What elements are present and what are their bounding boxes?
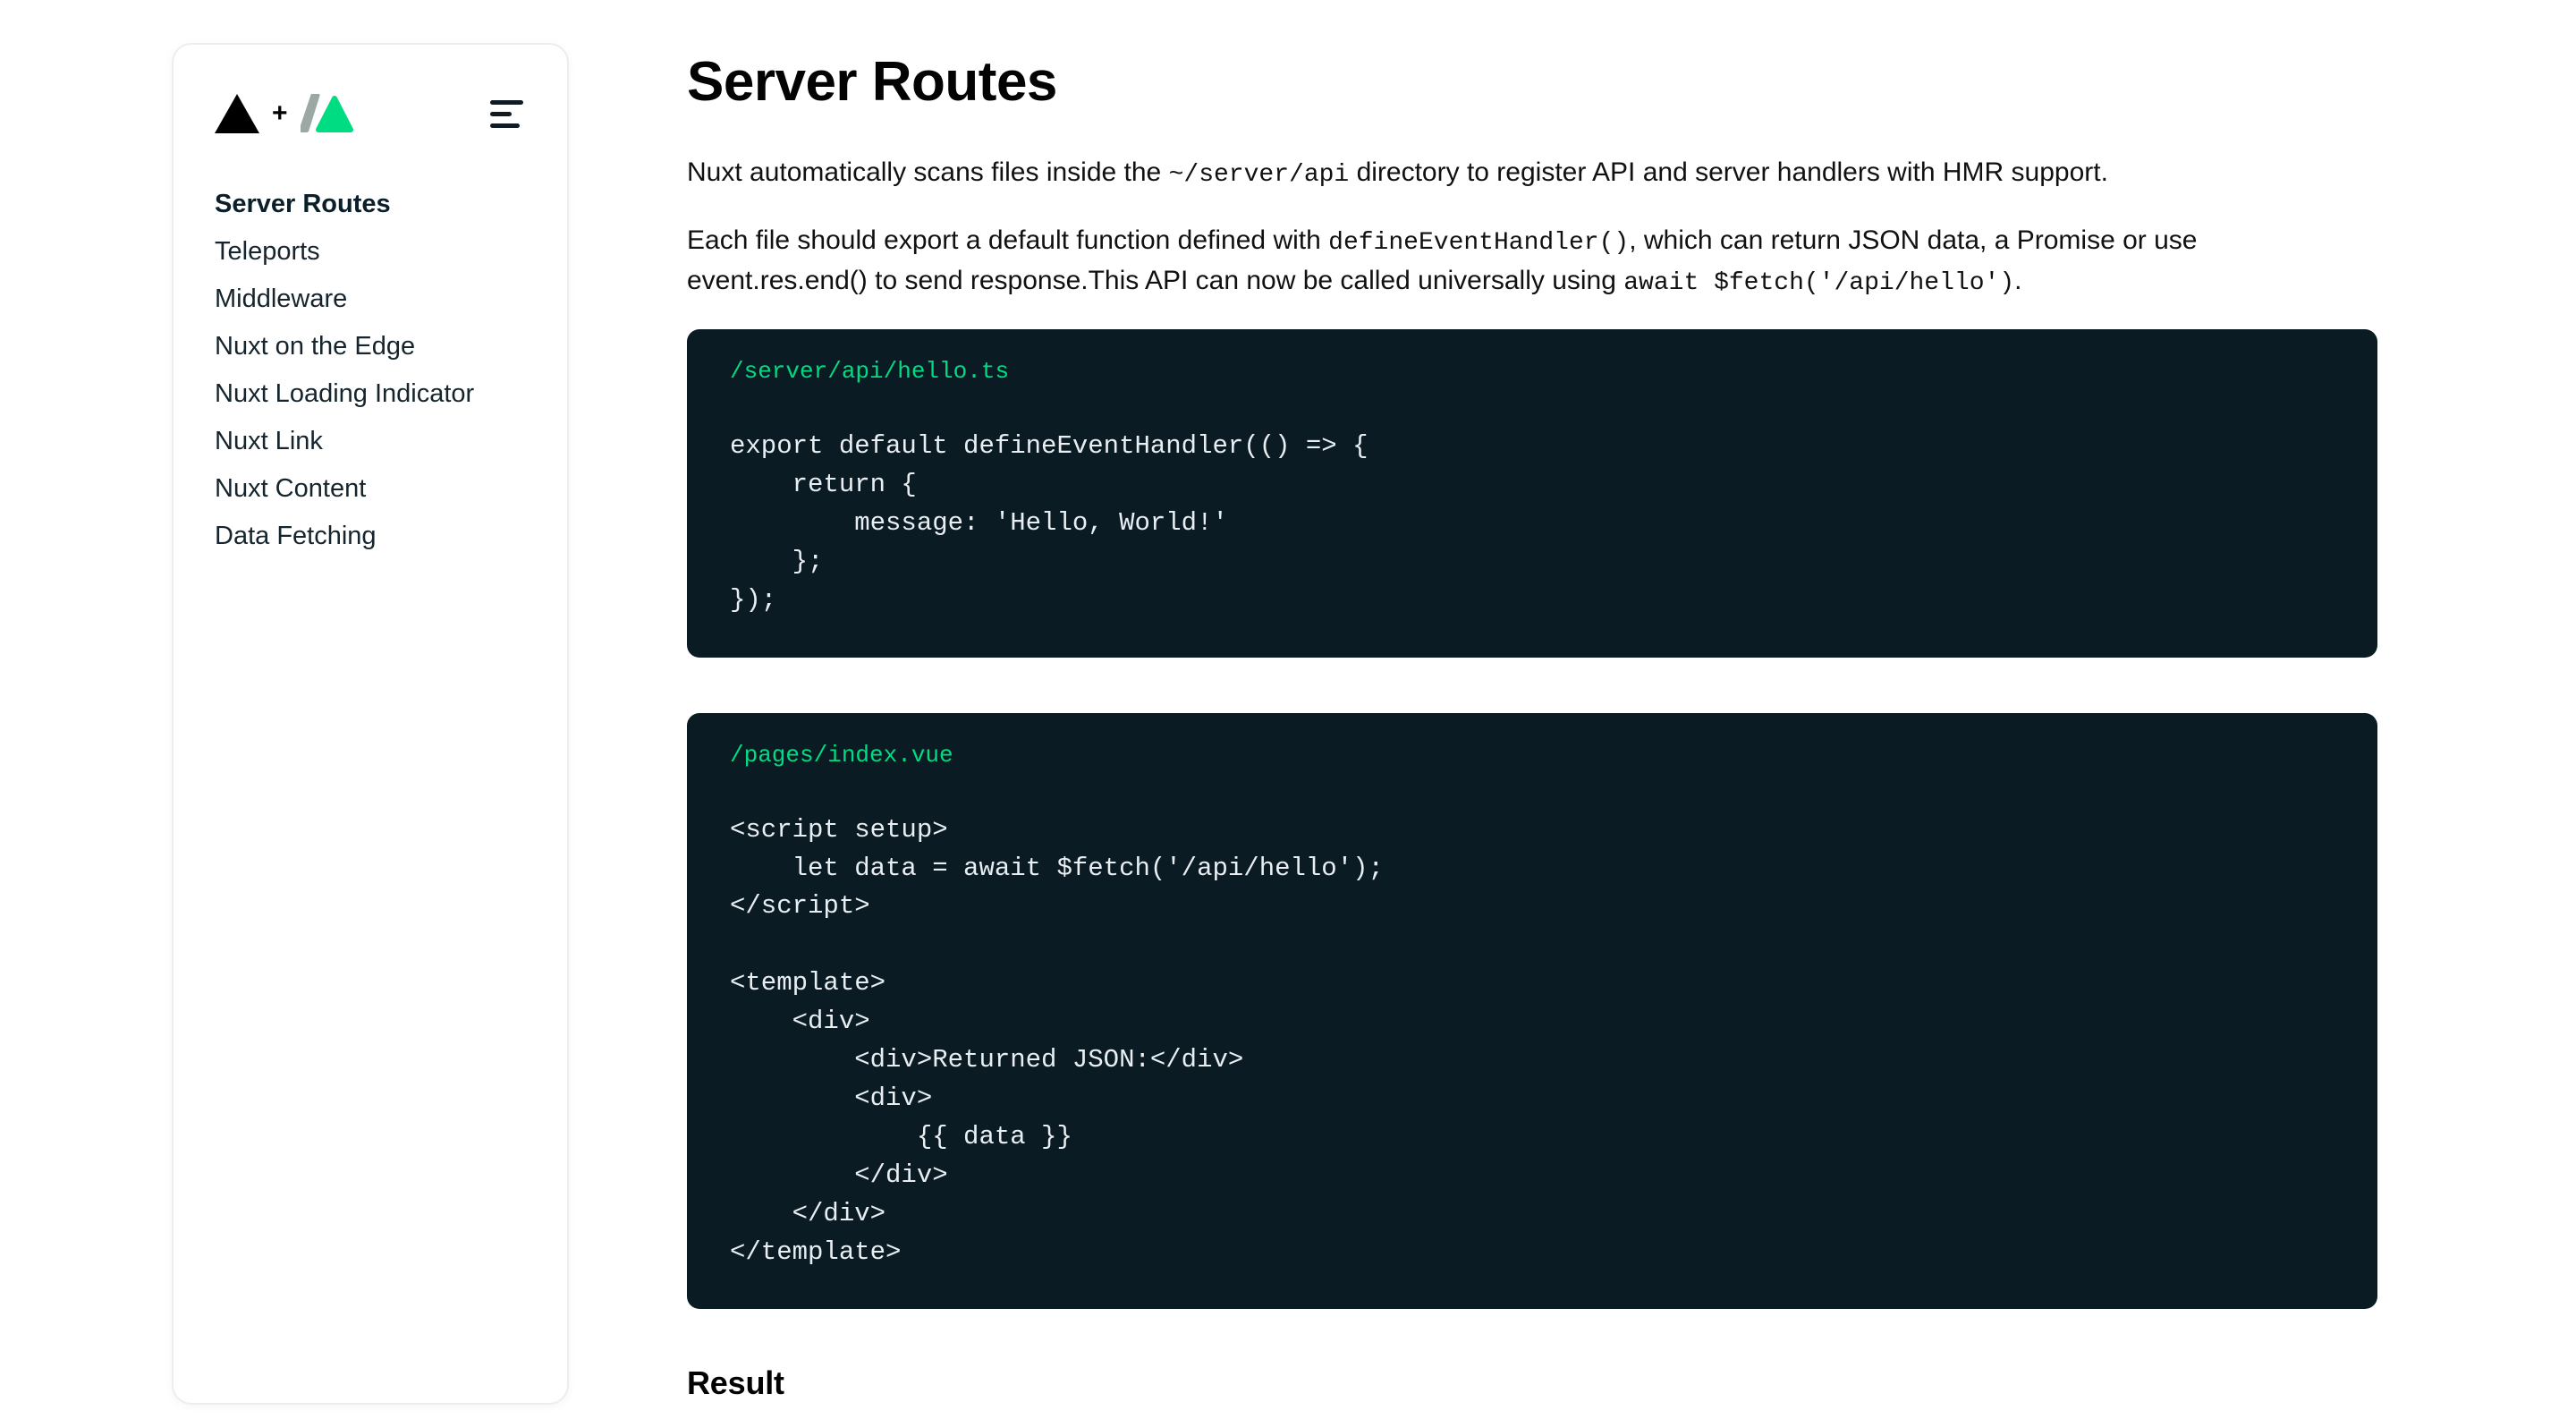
logo-group[interactable]: + bbox=[215, 94, 354, 133]
code-filename-label: /server/api/hello.ts bbox=[730, 358, 1010, 386]
description-paragraph: Each file should export a default functi… bbox=[687, 221, 2360, 302]
main-content: Server Routes Nuxt automatically scans f… bbox=[687, 43, 2377, 1402]
intro-paragraph: Nuxt automatically scans files inside th… bbox=[687, 153, 2360, 194]
inline-code-define-event-handler: defineEventHandler() bbox=[1328, 228, 1630, 257]
nuxt-logo-icon bbox=[300, 94, 353, 132]
code-content: export default defineEventHandler(() => … bbox=[730, 431, 1368, 615]
menu-icon-bar-2 bbox=[490, 111, 512, 116]
page-title: Server Routes bbox=[687, 51, 1057, 113]
sidebar: + Server Routes Teleports Middleware Nux… bbox=[172, 43, 569, 1405]
paragraph1-text-2: directory to register API and server han… bbox=[1349, 157, 2108, 188]
paragraph2-text-1: Each file should export a default functi… bbox=[687, 225, 1329, 255]
align-left-menu-icon[interactable] bbox=[490, 97, 526, 132]
menu-icon-bar-3 bbox=[490, 123, 520, 128]
paragraph2-text-2: , which can return JSON data, a Promise … bbox=[687, 225, 2198, 296]
sidebar-item-nuxt-link[interactable]: Nuxt Link bbox=[215, 427, 323, 455]
sidebar-item-server-routes[interactable]: Server Routes bbox=[215, 190, 391, 218]
menu-icon-bar-1 bbox=[490, 99, 523, 105]
sidebar-item-nuxt-loading-indicator[interactable]: Nuxt Loading Indicator bbox=[215, 379, 475, 408]
code-content: <script setup> let data = await $fetch('… bbox=[730, 814, 1384, 1267]
sidebar-nav: Server Routes Teleports Middleware Nuxt … bbox=[215, 181, 526, 560]
sidebar-item-middleware[interactable]: Middleware bbox=[215, 285, 348, 313]
black-triangle-icon bbox=[215, 94, 259, 133]
paragraph2-text-3: . bbox=[2014, 266, 2022, 296]
sidebar-item-nuxt-content[interactable]: Nuxt Content bbox=[215, 474, 367, 503]
code-block-server-api-hello: /server/api/hello.ts export default defi… bbox=[687, 329, 2377, 658]
plus-separator: + bbox=[272, 98, 288, 128]
inline-code-server-api: ~/server/api bbox=[1168, 161, 1350, 190]
paragraph1-text-1: Nuxt automatically scans files inside th… bbox=[687, 157, 1169, 188]
code-block-pages-index-vue: /pages/index.vue <script setup> let data… bbox=[687, 712, 2377, 1310]
sidebar-item-nuxt-on-the-edge[interactable]: Nuxt on the Edge bbox=[215, 332, 416, 361]
code-filename-label: /pages/index.vue bbox=[730, 741, 953, 769]
sidebar-item-data-fetching[interactable]: Data Fetching bbox=[215, 522, 377, 550]
sidebar-item-teleports[interactable]: Teleports bbox=[215, 237, 320, 266]
sidebar-header: + bbox=[215, 84, 526, 143]
result-heading: Result bbox=[687, 1364, 784, 1402]
inline-code-await-fetch: await $fetch('/api/hello') bbox=[1623, 269, 2015, 298]
